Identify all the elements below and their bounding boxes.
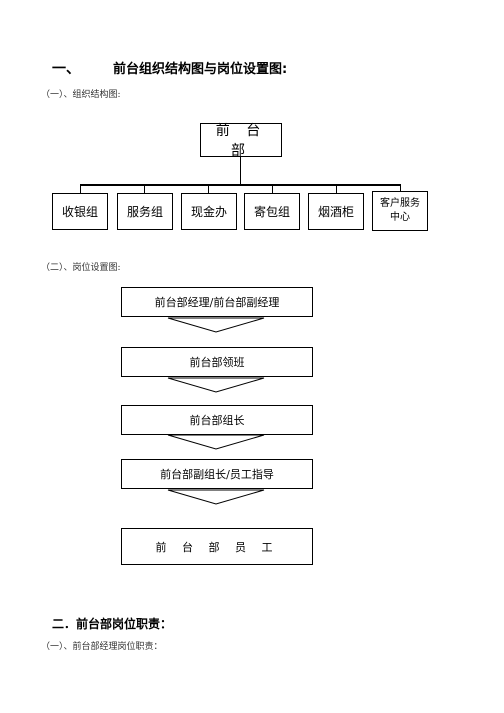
position-box-deputy-leader: 前台部副组长/员工指导 bbox=[121, 459, 313, 489]
org-connector-drop bbox=[80, 184, 81, 193]
position-box-team-leader: 前台部组长 bbox=[121, 405, 313, 435]
org-connector-drop bbox=[336, 184, 337, 193]
org-child-box: 收银组 bbox=[52, 193, 108, 230]
org-connector-drop bbox=[208, 184, 209, 193]
down-arrow-icon bbox=[167, 434, 265, 450]
org-child-box: 客户服务中心 bbox=[372, 191, 428, 231]
org-child-box: 现金办 bbox=[181, 193, 237, 230]
position-box-supervisor: 前台部领班 bbox=[121, 347, 313, 377]
org-child-box: 服务组 bbox=[117, 193, 173, 230]
org-chart-subheading: （一）、组织结构图: bbox=[41, 90, 121, 100]
section-2-subheading: （一）、前台部经理岗位职责： bbox=[41, 642, 163, 652]
section-1-number: 一、 bbox=[52, 61, 80, 77]
section-1-heading: 一、 前台组织结构图与岗位设置图: bbox=[52, 58, 287, 78]
down-arrow-icon bbox=[167, 317, 265, 333]
org-child-box: 寄包组 bbox=[244, 193, 300, 230]
org-connector-drop bbox=[144, 184, 145, 193]
org-connector-horizontal bbox=[80, 184, 401, 186]
down-arrow-icon bbox=[167, 377, 265, 393]
org-connector-drop bbox=[400, 184, 401, 191]
position-box-manager: 前台部经理/前台部副经理 bbox=[121, 287, 313, 317]
org-connector-drop bbox=[272, 184, 273, 193]
org-connector-vertical bbox=[240, 157, 241, 184]
position-box-staff: 前 台 部 员 工 bbox=[121, 528, 313, 565]
section-1-title: 前台组织结构图与岗位设置图: bbox=[113, 62, 288, 77]
section-2-heading: 二．前台部岗位职责： bbox=[52, 617, 173, 631]
down-arrow-icon bbox=[167, 489, 265, 505]
org-child-box: 烟酒柜 bbox=[308, 193, 364, 230]
org-root-box: 前 台 部 bbox=[200, 123, 282, 159]
position-chart-subheading: （二）、岗位设置图: bbox=[41, 263, 121, 273]
